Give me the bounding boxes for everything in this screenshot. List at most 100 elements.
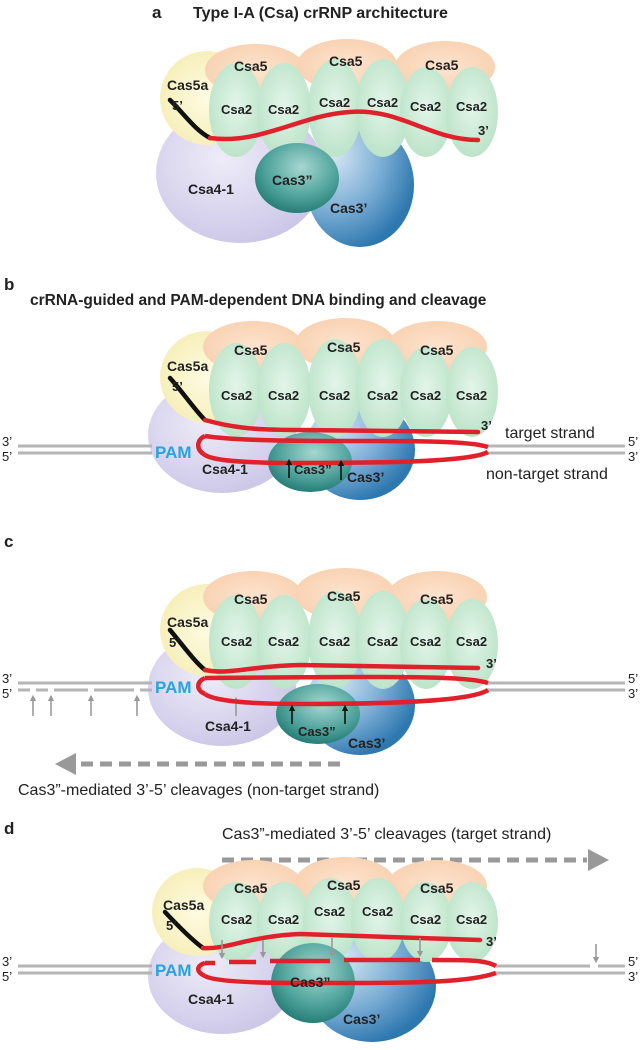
csa2-subunit	[356, 339, 410, 437]
nontarget-strand-label: non-target strand	[486, 466, 608, 483]
pam-label: PAM	[155, 678, 192, 697]
csa2-subunit	[209, 63, 263, 157]
csa2-label: Csa2	[456, 99, 487, 114]
csa2-label: Csa2	[367, 95, 398, 110]
csa2-label: Csa2	[456, 912, 487, 927]
csa5-label: Csa5	[234, 880, 268, 896]
csa2-label: Csa2	[319, 634, 350, 649]
panel-c-letter: c	[4, 532, 13, 551]
csa5-label: Csa5	[234, 342, 268, 358]
csa2-subunit	[257, 343, 311, 437]
crrna-5prime-label: 5’	[172, 98, 183, 113]
dna-3prime-end: 3’	[2, 434, 12, 449]
panel-a-letter: a	[152, 3, 162, 22]
crrna-handle	[167, 627, 208, 673]
csa2-subunit	[446, 882, 498, 962]
csa2-label: Csa2	[362, 904, 393, 919]
panel-a-title: Type I-A (Csa) crRNP architecture	[193, 5, 448, 22]
dna-5prime-end: 5’	[2, 969, 12, 984]
csa2-subunit	[446, 347, 498, 437]
crrna-spacer	[202, 662, 481, 674]
cas3-prime-label: Cas3’	[348, 735, 385, 751]
crrna-3prime-label: 3’	[486, 656, 497, 671]
cas5a-label: Cas5a	[163, 897, 204, 913]
csa2-subunit	[308, 339, 362, 437]
csa2-subunit	[303, 878, 357, 962]
pam-junction	[196, 675, 207, 697]
cas3-double-prime-label: Cas3”	[298, 724, 336, 739]
csa2-subunit	[209, 343, 263, 437]
pam-label: PAM	[155, 443, 192, 462]
cas5a-label: Cas5a	[167, 614, 208, 630]
cas5a-label: Cas5a	[167, 358, 208, 374]
csa2-label: Csa2	[221, 102, 252, 117]
panel-b-letter: b	[4, 275, 14, 294]
crrna-spacer	[207, 109, 481, 143]
dna-5prime-end: 5’	[628, 671, 638, 686]
csa5-label: Csa5	[420, 880, 454, 896]
dna-3prime-end: 3’	[628, 449, 638, 464]
csa2-label: Csa2	[268, 634, 299, 649]
crrna-spacer	[202, 417, 481, 435]
direction-arrowhead	[55, 753, 76, 775]
csa2-subunit	[356, 59, 410, 157]
dna-3prime-end: 3’	[628, 686, 638, 701]
direction-arrowhead	[588, 849, 609, 871]
dna-5prime-end: 5’	[2, 686, 12, 701]
cleavage-nontarget-caption: Cas3”-mediated 3’-5’ cleavages (non-targ…	[18, 782, 379, 799]
target-strand-label: target strand	[505, 425, 595, 442]
csa2-subunit	[209, 595, 263, 689]
cas3-prime-label: Cas3’	[343, 1011, 380, 1027]
nontarget-strand	[203, 970, 497, 986]
dna-3prime-end: 3’	[2, 671, 12, 686]
cas3-prime-label: Cas3’	[330, 200, 367, 216]
cas3-prime-label: Cas3’	[347, 469, 384, 485]
cas3-double-prime-subunit	[276, 684, 360, 744]
panel-b-title: crRNA-guided and PAM-dependent DNA bindi…	[30, 292, 487, 309]
pam-label: PAM	[155, 961, 192, 980]
nontarget-strand	[203, 688, 490, 707]
csa2-subunit	[446, 67, 498, 157]
csa2-label: Csa2	[319, 388, 350, 403]
csa2-label: Csa2	[410, 912, 441, 927]
csa2-label: Csa2	[319, 95, 350, 110]
crrna-5prime-label: 5’	[166, 918, 177, 933]
crrna-5prime-label: 5’	[172, 379, 183, 394]
csa4-label: Csa4-1	[188, 991, 234, 1007]
dna-3prime-end: 3’	[2, 954, 12, 969]
csa2-label: Csa2	[221, 634, 252, 649]
csa5-label: Csa5	[329, 53, 363, 69]
csa2-subunit	[351, 878, 405, 962]
csa2-label: Csa2	[268, 102, 299, 117]
csa2-label: Csa2	[367, 634, 398, 649]
panel-b: b crRNA-guided and PAM-dependent DNA bin…	[2, 275, 638, 500]
panel-a: a Type I-A (Csa) crRNP architecture Cas5…	[152, 3, 498, 247]
crrna-5prime-label: 5’	[169, 635, 180, 650]
pam-junction	[196, 433, 207, 457]
csa2-subunit	[308, 59, 362, 157]
csa2-label: Csa2	[456, 388, 487, 403]
cas3-double-prime-label: Cas3”	[290, 974, 330, 990]
csa2-label: Csa2	[221, 388, 252, 403]
dna-5prime-end: 5’	[2, 449, 12, 464]
csa5-label: Csa5	[327, 588, 361, 604]
csa5-label: Csa5	[327, 877, 361, 893]
target-strand	[204, 674, 489, 686]
csa2-label: Csa2	[314, 904, 345, 919]
csa5-label: Csa5	[420, 591, 454, 607]
dna-5prime-end: 5’	[628, 954, 638, 969]
csa4-label: Csa4-1	[188, 181, 234, 197]
csa2-label: Csa2	[221, 912, 252, 927]
crrna-handle	[167, 375, 208, 423]
cas5a-label: Cas5a	[167, 77, 208, 93]
csa2-label: Csa2	[367, 388, 398, 403]
csa2-subunit	[400, 882, 452, 962]
csa5-label: Csa5	[327, 339, 361, 355]
csa5-label: Csa5	[234, 591, 268, 607]
csa2-label: Csa2	[268, 388, 299, 403]
dna-3prime-end: 3’	[628, 969, 638, 984]
csa2-label: Csa2	[410, 634, 441, 649]
crrna-3prime-label: 3’	[478, 123, 489, 138]
cas3-double-prime-label: Cas3”	[294, 462, 332, 477]
csa2-subunit	[257, 882, 311, 962]
